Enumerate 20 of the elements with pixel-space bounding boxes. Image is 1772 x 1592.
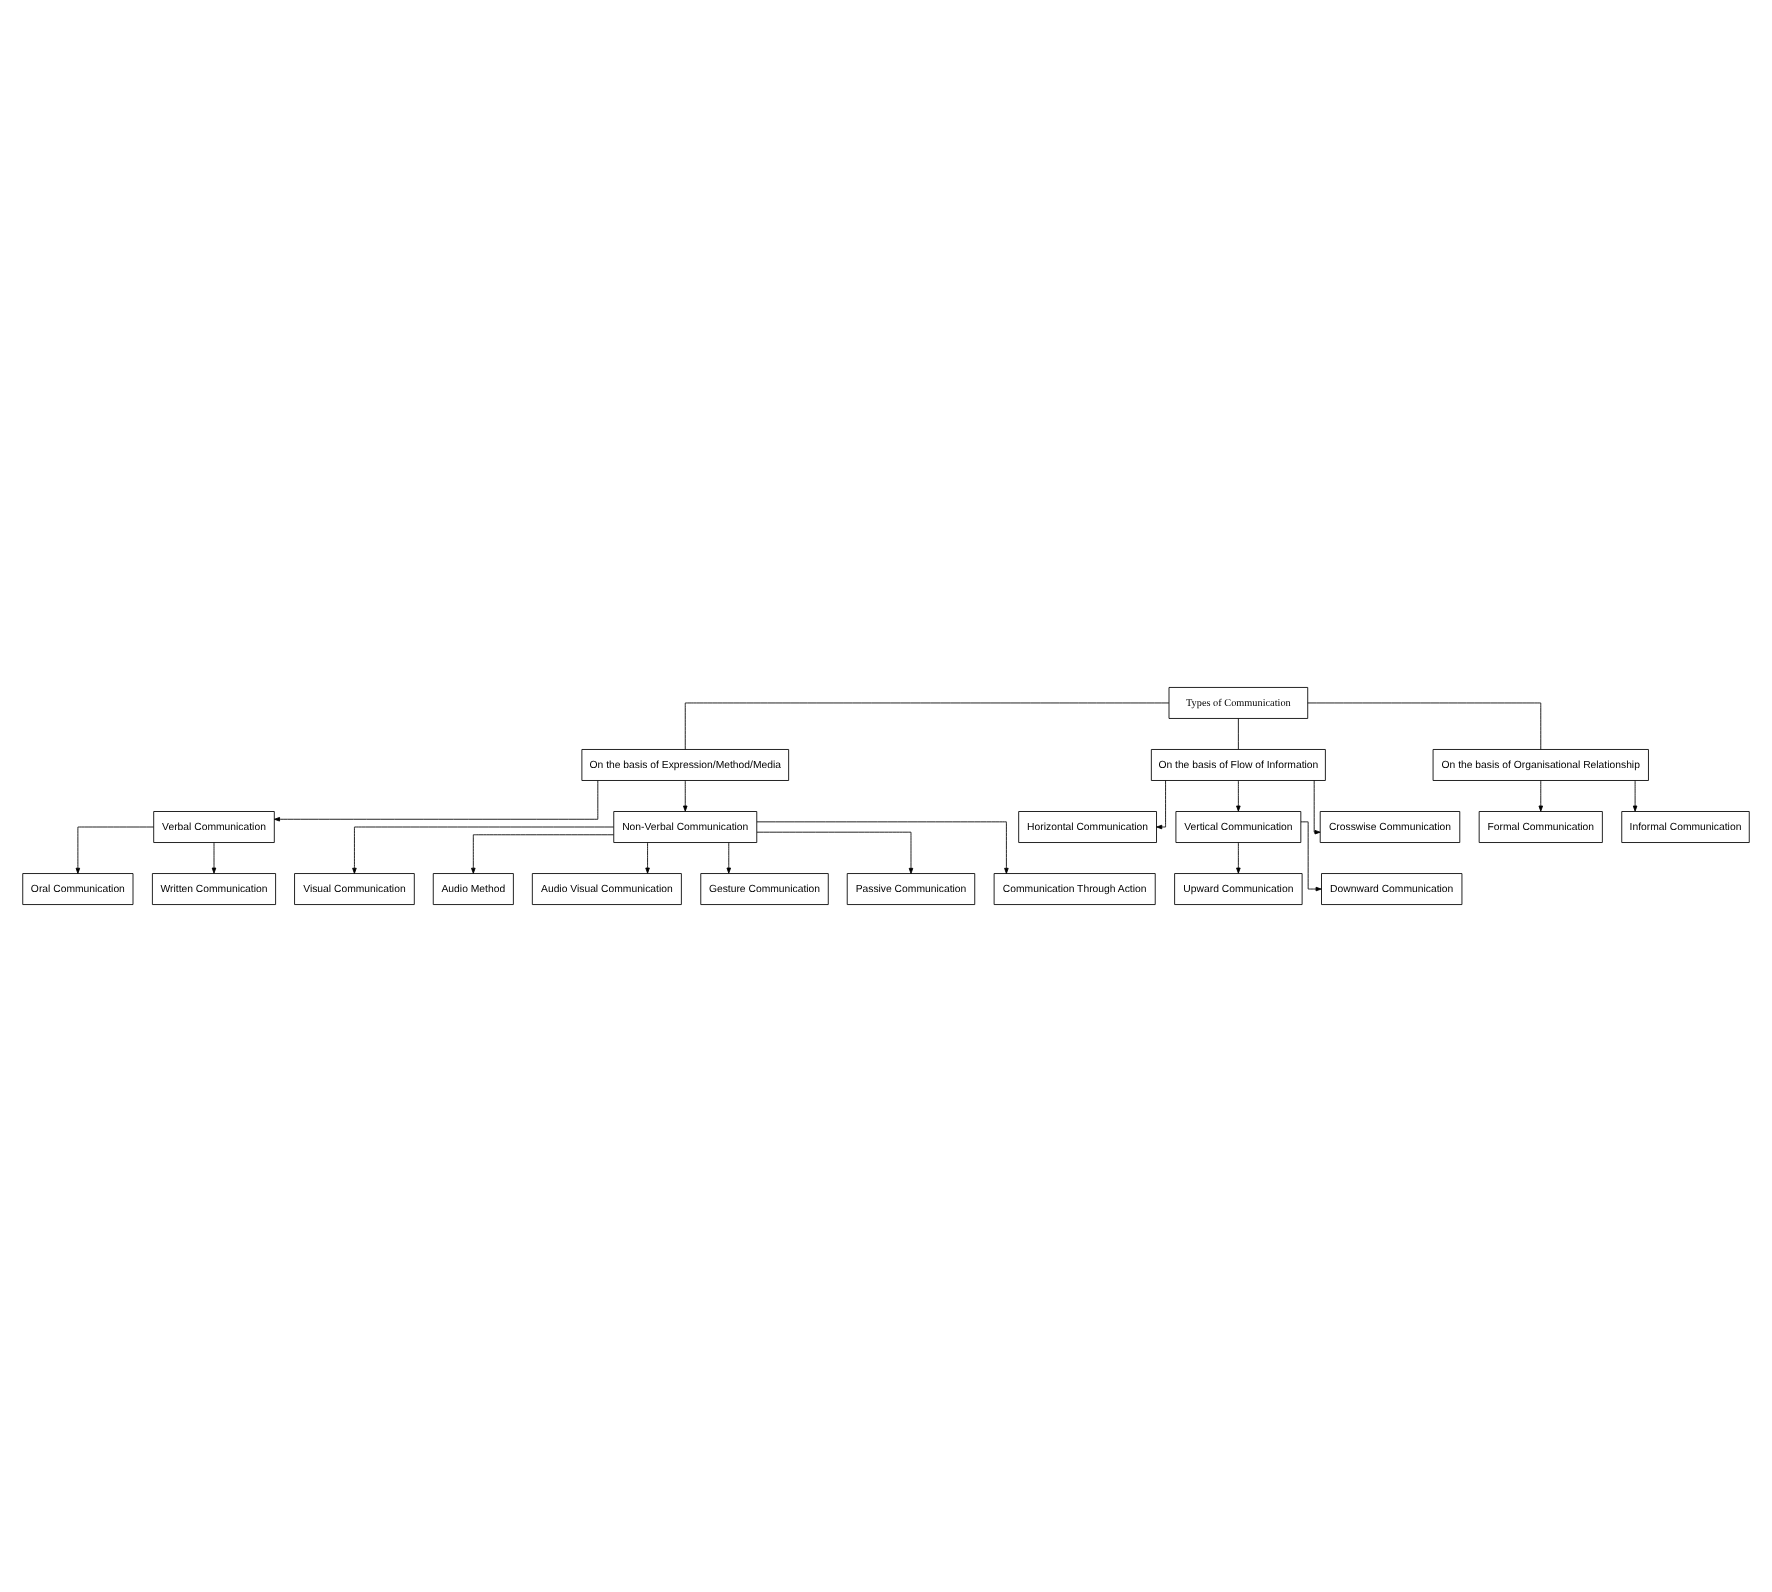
arrow	[75, 826, 154, 874]
arrow	[1300, 821, 1322, 892]
arrow	[645, 842, 650, 874]
arrow	[211, 842, 217, 874]
arrow	[756, 831, 914, 874]
arrow	[1538, 780, 1543, 812]
arrow	[683, 780, 688, 812]
arrow	[273, 780, 599, 822]
connector	[1307, 702, 1542, 750]
arrow	[352, 826, 614, 874]
arrow	[756, 821, 1009, 874]
arrow	[1156, 780, 1166, 830]
arrow	[726, 842, 731, 874]
arrow	[1313, 780, 1321, 835]
arrow	[1632, 780, 1638, 812]
connector	[684, 702, 1170, 750]
arrow	[1236, 780, 1241, 812]
connector	[1237, 718, 1239, 750]
arrow	[471, 834, 614, 874]
arrow	[1236, 842, 1241, 874]
